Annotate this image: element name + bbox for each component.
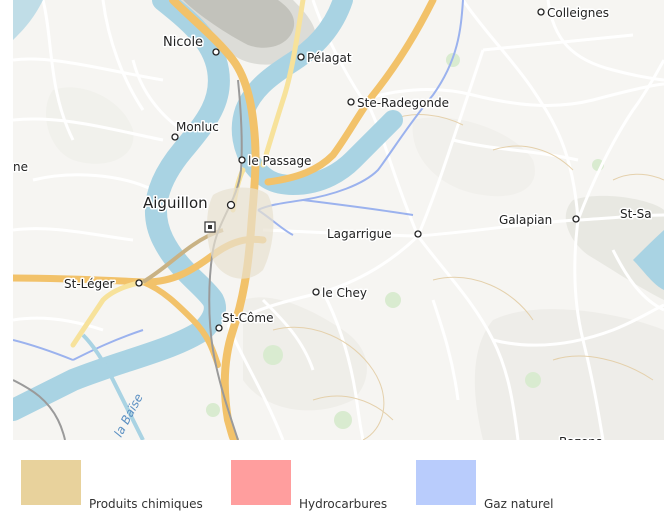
place-label-aiguillon[interactable]: Aiguillon [142,193,210,214]
place-label-ste-radegonde[interactable]: Ste-Radegonde [356,95,451,112]
place-marker-pelagat[interactable] [297,53,305,61]
place-labels: ColleignesNicolePélagatSte-RadegondeMonl… [13,5,654,441]
place-label-st-come[interactable]: St-Côme [221,310,275,327]
place-label-galapian[interactable]: Galapian [498,212,554,229]
place-label-colleignes[interactable]: Colleignes [546,5,611,22]
vegetation-layer [206,53,604,429]
place-marker-le-passage[interactable] [238,156,246,164]
place-label-st-sa[interactable]: St-Sa [619,206,654,223]
place-label-nicole[interactable]: Nicole [162,34,205,52]
place-marker-lagarrigue[interactable] [414,230,422,238]
place-marker-ste-radegonde[interactable] [347,98,355,106]
place-marker-monluc[interactable] [171,133,179,141]
place-marker-aiguillon[interactable] [226,200,236,210]
train-station-icon[interactable] [204,221,216,233]
place-label-st-leger[interactable]: St-Léger [63,276,117,293]
legend: Produits chimiques Hydrocarbures Gaz nat… [0,450,669,517]
place-marker-colleignes[interactable] [537,8,545,16]
legend-label-gaz: Gaz naturel [484,497,554,511]
legend-swatch-hydrocarbures [231,460,291,505]
place-label-le-chey[interactable]: le Chey [321,285,369,302]
relief-layer [45,0,664,440]
place-marker-st-leger[interactable] [135,279,143,287]
legend-label-hydrocarbures: Hydrocarbures [299,497,388,511]
major-road-network [13,0,437,440]
legend-label-chimiques: Produits chimiques [89,497,203,511]
place-markers [135,8,580,332]
place-label-ne-edge[interactable]: ne [13,159,30,176]
minor-road-network [13,0,664,440]
place-label-bazens[interactable]: Bazens [558,434,604,441]
place-label-le-passage[interactable]: le Passage [247,153,313,170]
place-label-lagarrigue[interactable]: Lagarrigue [326,226,394,243]
place-marker-le-chey[interactable] [312,288,320,296]
place-marker-galapian[interactable] [572,215,580,223]
place-marker-nicole[interactable] [212,48,220,56]
map-canvas[interactable]: ColleignesNicolePélagatSte-RadegondeMonl… [13,0,664,440]
urban-area [207,187,274,279]
legend-swatch-chimiques [21,460,81,505]
place-marker-st-come[interactable] [215,324,223,332]
place-label-monluc[interactable]: Monluc [175,119,221,136]
legend-swatch-gaz [416,460,476,505]
place-label-pelagat[interactable]: Pélagat [306,50,354,67]
